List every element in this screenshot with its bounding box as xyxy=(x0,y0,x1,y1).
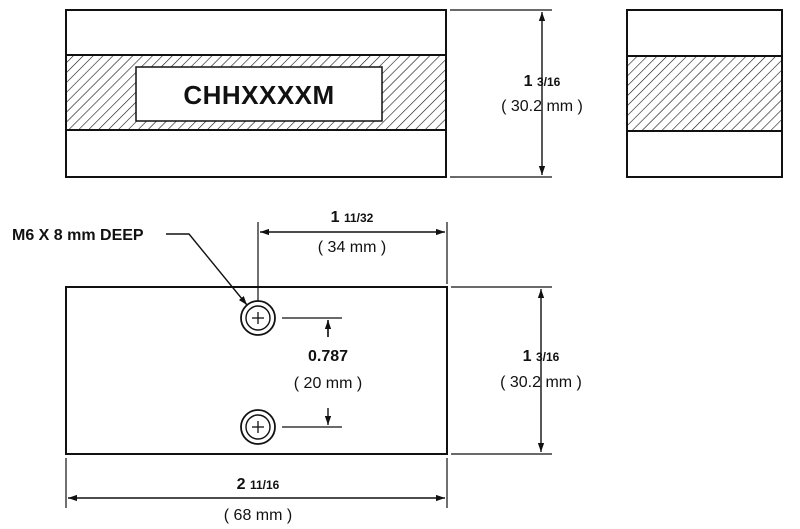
side-hatched-band xyxy=(627,56,782,131)
mounting-hole-lower xyxy=(240,409,276,445)
plan-view xyxy=(65,286,448,455)
hole-spacing-imperial: 0.787 xyxy=(308,348,348,365)
hole-offset-metric: ( 34 mm ) xyxy=(318,239,386,256)
hole-offset-dimension: 1 11/32 ( 34 mm ) xyxy=(257,209,448,301)
hole-offset-imperial: 1 11/32 xyxy=(331,209,374,226)
side-view xyxy=(626,9,783,178)
part-label: CHHXXXXM xyxy=(183,80,334,110)
label-plate xyxy=(135,66,383,122)
thread-callout-text: M6 X 8 mm DEEP xyxy=(12,227,144,244)
side-view-outline xyxy=(626,9,783,178)
plan-view-outline xyxy=(65,286,448,455)
mounting-hole-upper xyxy=(240,300,276,336)
bottom-height-imperial: 1 3/16 xyxy=(523,348,560,365)
width-imperial: 2 11/16 xyxy=(237,476,280,493)
hole-spacing-dimension: 0.787 ( 20 mm ) xyxy=(282,317,362,428)
hole-spacing-metric: ( 20 mm ) xyxy=(294,375,362,392)
top-height-metric: ( 30.2 mm ) xyxy=(501,98,583,115)
width-metric: ( 68 mm ) xyxy=(224,507,292,524)
bottom-height-dimension: 1 3/16 ( 30.2 mm ) xyxy=(451,286,582,455)
thread-callout: M6 X 8 mm DEEP xyxy=(12,227,248,306)
top-height-dimension: 1 3/16 ( 30.2 mm ) xyxy=(450,9,583,178)
top-height-imperial: 1 3/16 xyxy=(524,73,561,90)
bottom-height-metric: ( 30.2 mm ) xyxy=(500,374,582,391)
width-dimension: 2 11/16 ( 68 mm ) xyxy=(65,458,448,524)
front-view-outline xyxy=(65,9,447,178)
front-view: CHHXXXXM xyxy=(65,9,447,178)
